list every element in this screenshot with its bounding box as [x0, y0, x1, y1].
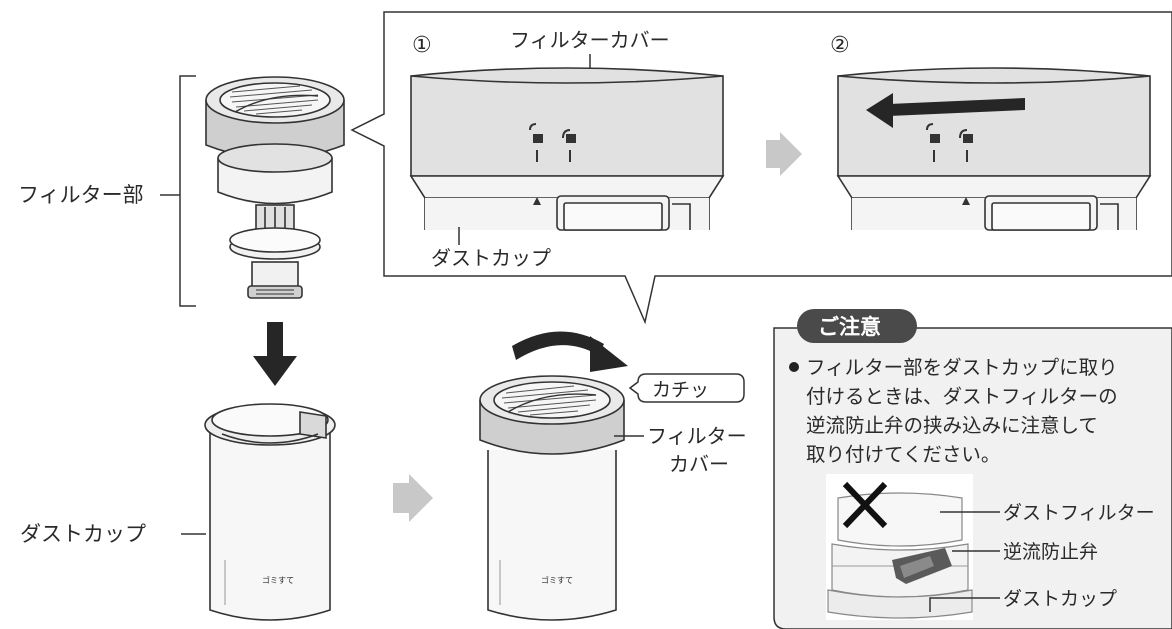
- cover-closeup-step1: [409, 67, 725, 231]
- dust-cup-leader-caution: [929, 597, 1000, 612]
- dust-cup-illustration-left: [204, 403, 336, 621]
- insert-down-arrow: [253, 322, 297, 386]
- click-sound-text: カチッ: [652, 379, 709, 401]
- caution-badge: [797, 309, 917, 343]
- rotate-left-arrow: [866, 93, 1025, 128]
- label-check-valve: 逆流防止弁: [1003, 541, 1098, 563]
- label-dust-filter: ダストフィルター: [1003, 502, 1155, 524]
- ng-cross-icon: [842, 481, 888, 529]
- dust-cup-label-left: ダストカップ: [20, 522, 146, 546]
- caution-title: ご注意: [818, 315, 881, 339]
- caution-bullet: [789, 362, 799, 372]
- filter-unit-bracket: [160, 75, 196, 307]
- step-arrow-inset: [766, 132, 802, 176]
- caution-illustration: [826, 474, 973, 620]
- filter-cover-label-inset: フィルターカバー: [510, 28, 670, 52]
- dust-cup-label-inset: ダストカップ: [431, 246, 551, 270]
- rotate-right-arrow: [512, 331, 628, 372]
- caution-line-1: フィルター部をダストカップに取り: [806, 356, 1118, 379]
- cup-mark-middle: ゴミすて: [541, 575, 573, 585]
- filter-cover-label-middle-line1: フィルター: [647, 424, 747, 448]
- caution-line-4: 取り付けてください。: [806, 443, 1000, 466]
- caution-line-2: 付けるときは、ダストフィルターの: [806, 385, 1118, 408]
- step-arrow-bottom: [393, 474, 433, 522]
- step2-marker: ②: [830, 33, 850, 58]
- label-dust-cup-caution: ダストカップ: [1003, 588, 1117, 610]
- step1-marker: ①: [412, 33, 432, 58]
- filter-cover-label-middle-line2: カバー: [669, 452, 729, 476]
- filter-unit-illustration: [205, 76, 345, 299]
- filter-unit-label: フィルター部: [18, 183, 144, 207]
- cup-mark-left: ゴミすて: [262, 575, 294, 585]
- cover-closeup-step2: [836, 67, 1152, 231]
- click-sound-bubble: [628, 373, 745, 403]
- caution-line-3: 逆流防止弁の挟み込みに注意して: [806, 414, 1098, 437]
- dust-cup-illustration-middle: [479, 375, 625, 621]
